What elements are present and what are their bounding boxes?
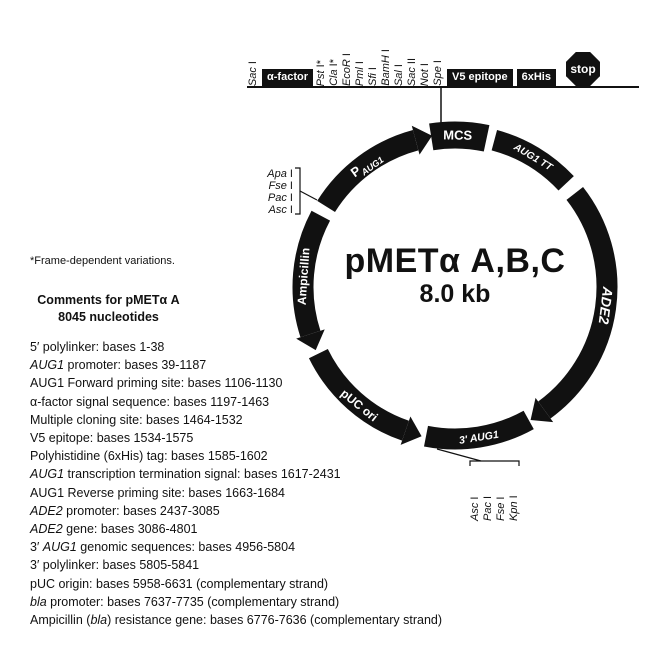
frame-variation-footnote: *Frame-dependent variations.: [30, 255, 175, 267]
feature-annotation-line: AUG1 Forward priming site: bases 1106-11…: [30, 376, 283, 391]
segment-arrowhead-p-aug1: [411, 125, 433, 155]
segment-arc-puc-ori: [308, 348, 410, 441]
bottom-bracket-connector: [436, 448, 482, 462]
stop-codon-label: stop: [570, 62, 596, 76]
left-bracket-site-label: Apa I: [266, 168, 293, 180]
feature-annotation-line: ADE2 gene: bases 3086-4801: [30, 522, 198, 537]
feature-annotation-line: pUC origin: bases 5958-6631 (complementa…: [30, 576, 329, 591]
feature-annotation-line: AUG1 promoter: bases 39-1187: [30, 358, 207, 373]
element-tag-box: α-factor: [262, 69, 313, 86]
segment-arrowhead-puc-ori: [400, 416, 422, 445]
segment-arc-aug1-tt: [491, 130, 574, 191]
left-bracket-connector: [299, 190, 318, 201]
feature-annotation-line: 5′ polylinker: bases 1-38: [30, 340, 165, 354]
comments-heading-line2: 8045 nucleotides: [58, 309, 159, 324]
element-tag-box: V5 epitope: [447, 69, 513, 86]
restriction-site-label: Pml I: [354, 60, 366, 86]
left-bracket-site-label: Fse I: [269, 180, 293, 192]
feature-annotation-line: 3′ polylinker: bases 5805-5841: [30, 558, 200, 573]
segment-arrowhead-ampicillin: [296, 329, 325, 351]
feature-annotation-line: bla promoter: bases 7637-7735 (complemen…: [30, 594, 340, 609]
plasmid-name-block: pMETα A,B,C 8.0 kb: [345, 243, 566, 308]
restriction-site-label: Sac II: [406, 57, 418, 86]
feature-annotation-line: AUG1 transcription termination signal: b…: [30, 467, 341, 482]
feature-annotation-line: α-factor signal sequence: bases 1197-146…: [30, 394, 270, 409]
feature-annotation-line: ADE2 promoter: bases 2437-3085: [30, 503, 220, 518]
bottom-bracket-site-label: Pac I: [482, 496, 494, 521]
feature-annotation-line: Polyhistidine (6xHis) tag: bases 1585-16…: [30, 449, 268, 464]
segment-arrowhead-ade2: [530, 397, 554, 423]
plasmid-size-label: 8.0 kb: [419, 280, 491, 308]
feature-annotation-line: AUG1 Reverse priming site: bases 1663-16…: [30, 485, 285, 500]
segment-arc-ade2: [538, 186, 618, 419]
restriction-site-label: EcoR I: [341, 52, 353, 86]
segment-arc-ampicillin: [292, 210, 331, 338]
left-bracket-site-label: Asc I: [268, 204, 293, 216]
segment-arc-mcs: [429, 121, 490, 152]
stop-codon-sign: stop: [565, 52, 600, 86]
bottom-bracket: [469, 460, 520, 466]
segment-label-mcs: MCS: [443, 127, 472, 143]
segment-arc-aug1-3prime: [423, 410, 534, 450]
segment-label-ampicillin: Ampicillin: [295, 247, 313, 305]
bottom-bracket-site-label: Asc I: [469, 497, 481, 522]
restriction-site-label: Sac I: [247, 60, 259, 86]
plasmid-name: pMETα A,B,C: [344, 242, 566, 280]
restriction-site-label: Cla I*: [328, 59, 340, 86]
restriction-site-label: Sal I: [393, 63, 405, 86]
restriction-site-label: Not I: [419, 62, 431, 86]
restriction-site-label: Sfi I: [367, 67, 379, 86]
segment-label-ade2: ADE2: [596, 285, 617, 325]
left-bracket: [295, 167, 301, 215]
bottom-bracket-site-label: Kpn I: [508, 495, 520, 521]
element-tag-box: 6xHis: [516, 69, 556, 86]
feature-annotation-line: Ampicillin (bla) resistance gene: bases …: [30, 613, 443, 628]
restriction-site-label: Spe I: [432, 60, 444, 86]
feature-annotation-line: 3′ AUG1 genomic sequences: bases 4956-58…: [30, 540, 296, 555]
restriction-site-label: BamH I: [380, 49, 392, 86]
segment-arc-p-aug1: [317, 130, 419, 213]
restriction-site-label: Pst I*: [315, 59, 327, 86]
feature-annotation-line: V5 epitope: bases 1534-1575: [30, 431, 194, 446]
comments-heading-line1: Comments for pMETα A: [37, 293, 180, 307]
comments-heading: Comments for pMETα A 8045 nucleotides: [36, 292, 181, 325]
bottom-bracket-site-label: Fse I: [495, 497, 507, 521]
feature-annotation-line: Multiple cloning site: bases 1464-1532: [30, 412, 243, 427]
left-bracket-site-label: Pac I: [268, 192, 293, 204]
